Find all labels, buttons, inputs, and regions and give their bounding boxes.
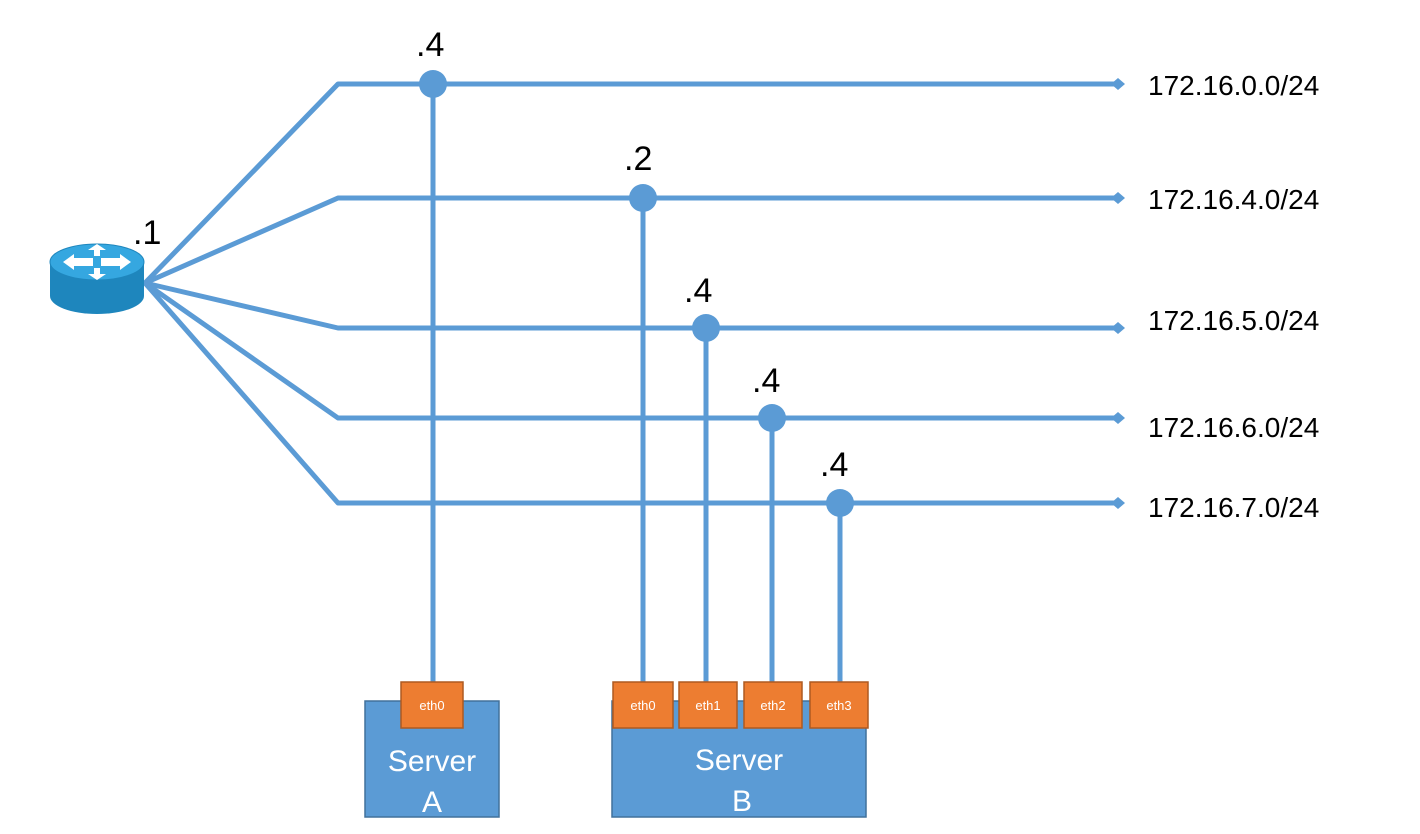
server-b-nic-eth2 [743, 681, 803, 729]
server-b: eth0 eth1 eth2 eth3 Server B [611, 681, 869, 818]
host-label-net5: .4 [684, 272, 712, 310]
router-uplinks [142, 81, 341, 506]
host-label-net6: .4 [752, 362, 780, 400]
server-b-nic-eth0-label: eth0 [630, 698, 655, 713]
router-arrows-icon [63, 244, 131, 280]
server-a-nic-eth0 [400, 681, 464, 729]
server-b-nic-eth0 [612, 681, 674, 729]
host-label-net0: .4 [416, 26, 444, 64]
junction-net0 [419, 70, 447, 98]
junction-net6 [758, 404, 786, 432]
bus-end-net0 [1111, 78, 1125, 90]
network-label-net5: 172.16.5.0/24 [1148, 305, 1319, 336]
server-b-name-line1: Server [695, 744, 783, 777]
server-a-name-line1: Server [388, 745, 476, 778]
junction-net7 [826, 489, 854, 517]
router-icon [49, 243, 145, 314]
router-address-label: .1 [133, 214, 161, 252]
network-label-net0: 172.16.0.0/24 [1148, 70, 1319, 101]
bus-end-net4 [1111, 192, 1125, 204]
server-a-name-line2: A [422, 786, 442, 819]
uplink-net6 [142, 280, 341, 421]
server-drops [430, 84, 843, 682]
uplink-net4 [142, 195, 341, 286]
network-buses [338, 81, 1117, 506]
network-label-net6: 172.16.6.0/24 [1148, 412, 1319, 443]
bus-end-net6 [1111, 412, 1125, 424]
host-label-net4: .2 [624, 140, 652, 178]
server-b-nic-eth1 [678, 681, 738, 729]
server-b-nic-eth1-label: eth1 [695, 698, 720, 713]
junction-net4 [629, 184, 657, 212]
uplink-net5 [142, 280, 341, 331]
network-label-net4: 172.16.4.0/24 [1148, 184, 1319, 215]
junction-dots [419, 70, 854, 517]
bus-end-net5 [1111, 322, 1125, 334]
server-a: eth0 Server A [364, 681, 500, 819]
server-b-nic-eth3 [809, 681, 869, 729]
bus-end-net7 [1111, 497, 1125, 509]
bus-endpoints [1111, 78, 1125, 509]
server-b-nic-eth3-label: eth3 [826, 698, 851, 713]
server-b-name-line2: B [732, 785, 752, 818]
uplink-net0 [142, 81, 341, 286]
host-label-net7: .4 [820, 446, 848, 484]
uplink-net7 [142, 280, 341, 506]
server-a-nic-eth0-label: eth0 [419, 698, 444, 713]
junction-net5 [692, 314, 720, 342]
network-label-net7: 172.16.7.0/24 [1148, 492, 1319, 523]
server-b-nic-eth2-label: eth2 [760, 698, 785, 713]
